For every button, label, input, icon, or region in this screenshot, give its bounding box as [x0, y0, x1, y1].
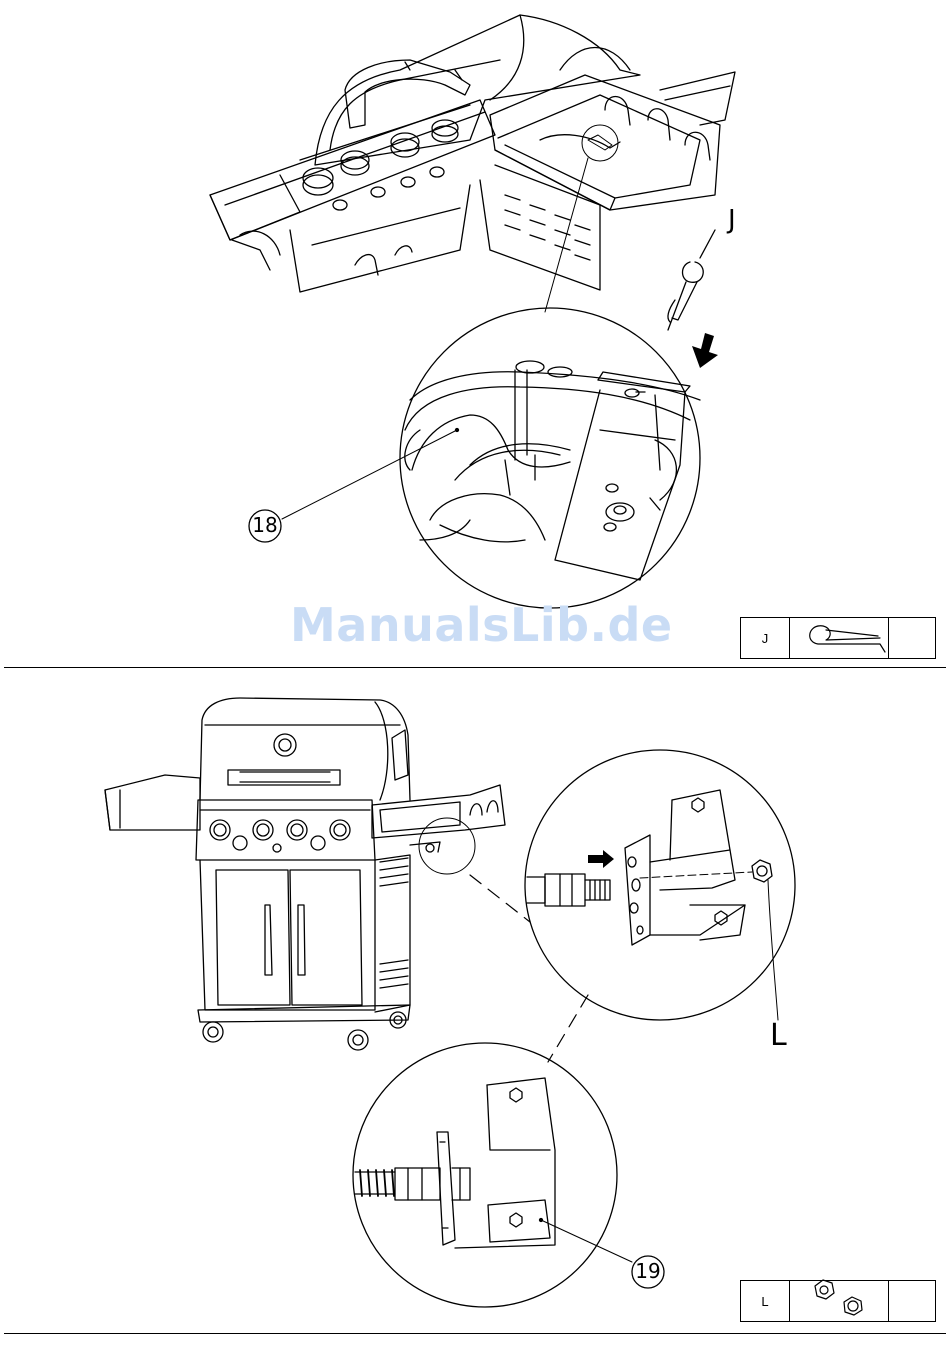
part-code: J: [741, 618, 790, 659]
parts-table-step2: L: [740, 1280, 936, 1322]
table-row: L: [741, 1281, 936, 1322]
grill-overview-top: [210, 15, 735, 312]
parts-table-step1: J: [740, 617, 936, 659]
callout-part-19: 19: [632, 1259, 664, 1283]
table-row: J: [741, 618, 936, 659]
hex-nut-icon: [752, 860, 772, 882]
part-qty: [889, 1281, 936, 1322]
callout-part-18: 18: [249, 513, 281, 537]
callout-letter-l: L: [770, 1018, 787, 1053]
section-divider: [4, 1333, 946, 1334]
grill-overview-front: [105, 698, 505, 1050]
hitch-pin-clip-icon: [668, 230, 715, 330]
control-knobs: [210, 820, 350, 852]
part-code: L: [741, 1281, 790, 1322]
insert-direction-arrow-icon: [588, 850, 614, 868]
part-qty: [889, 618, 936, 659]
callout-letter-j: J: [728, 205, 736, 235]
watermark: ManualsLib.de: [290, 598, 670, 652]
part-image-cell: [790, 1281, 889, 1322]
part-image-cell: [790, 618, 889, 659]
zoom-detail-step1: [282, 308, 700, 608]
zoom-detail-step2-b: [353, 1043, 632, 1307]
zoom-detail-step2-a: [525, 750, 795, 1020]
section-divider: [4, 667, 946, 668]
insert-direction-arrow-icon: [692, 333, 718, 368]
